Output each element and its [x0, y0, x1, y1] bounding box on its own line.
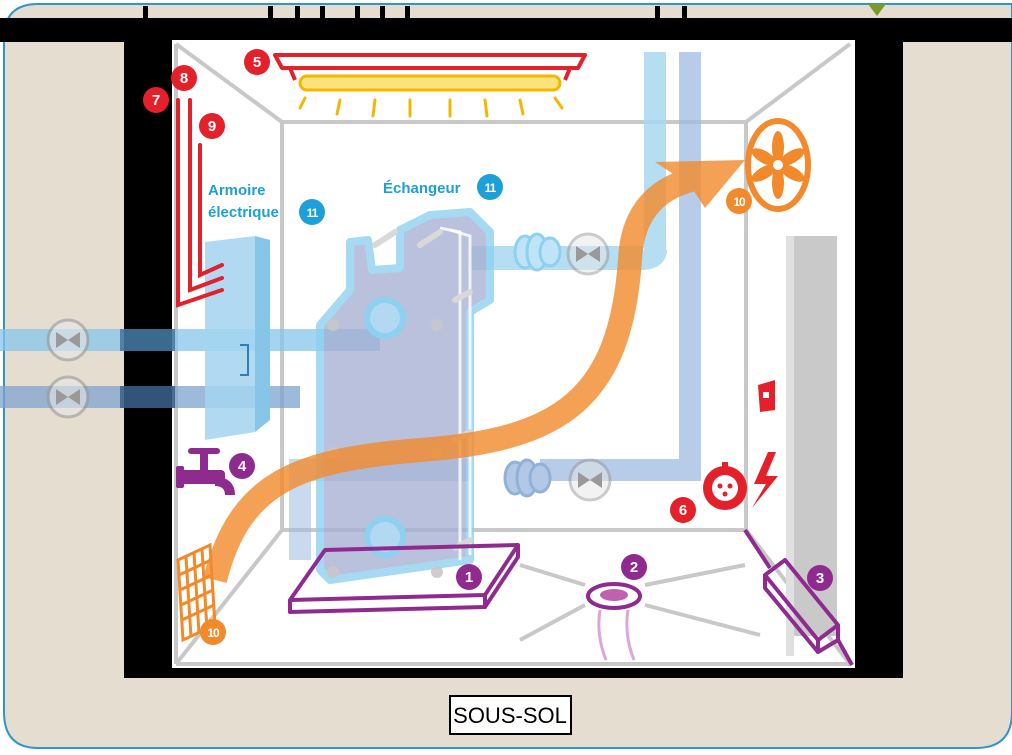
svg-text:2: 2	[630, 559, 638, 576]
marker-11-exchanger: 11	[477, 174, 503, 200]
floor-pad-icon	[288, 543, 520, 614]
coupler-top	[513, 232, 562, 272]
basement-right-wall	[855, 30, 903, 678]
fan-icon	[745, 118, 811, 212]
marker-1: 1	[456, 564, 482, 590]
marker-8: 8	[171, 65, 197, 91]
valve-icon	[46, 318, 90, 362]
basement-floor-wall	[124, 668, 903, 678]
electrical-cabinet	[205, 236, 270, 440]
basement-left-wall	[124, 30, 172, 678]
airflow-arrow	[203, 160, 745, 583]
socket-icon	[703, 462, 747, 510]
floor-drain-icon	[586, 582, 642, 661]
marker-2: 2	[621, 554, 647, 580]
valve-icon	[566, 232, 610, 276]
coupler-bottom	[503, 458, 552, 498]
svg-text:4: 4	[238, 458, 247, 475]
valve-icon	[568, 458, 612, 502]
marker-6: 6	[670, 497, 696, 523]
grille-icon	[176, 542, 217, 643]
svg-text:1: 1	[465, 569, 473, 586]
svg-text:6: 6	[679, 502, 687, 519]
svg-text:8: 8	[180, 70, 188, 87]
sump-pump-icon	[743, 528, 854, 666]
room-interior	[172, 40, 855, 668]
label-echangeur: Échangeur	[383, 180, 461, 197]
svg-text:9: 9	[208, 118, 216, 135]
slab-studs	[143, 6, 687, 20]
tap-icon	[176, 448, 235, 495]
marker-10-grille: 10	[200, 619, 226, 645]
page-title: SOUS-SOL	[453, 703, 567, 728]
marker-9: 9	[199, 113, 225, 139]
svg-text:11: 11	[307, 206, 319, 220]
marker-4: 4	[229, 453, 255, 479]
fuse-box-icon	[758, 380, 775, 412]
svg-text:7: 7	[152, 92, 160, 109]
svg-text:10: 10	[733, 195, 746, 209]
svg-text:11: 11	[485, 181, 497, 195]
marker-7: 7	[143, 87, 169, 113]
lightning-icon	[752, 452, 778, 508]
lamp-icon	[273, 53, 587, 118]
marker-5: 5	[244, 49, 270, 75]
electrical-cables	[176, 98, 224, 308]
slab-marker	[868, 4, 886, 16]
marker-11-cabinet: 11	[299, 199, 325, 225]
floor-radial-lines	[519, 563, 761, 642]
marker-10-fan: 10	[726, 188, 752, 214]
title-box	[449, 695, 572, 735]
svg-text:5: 5	[253, 54, 261, 71]
svg-text:10: 10	[207, 626, 220, 640]
svg-text:3: 3	[816, 570, 824, 587]
valve-icon	[46, 375, 90, 419]
gray-panel-edge	[786, 236, 794, 656]
marker-3: 3	[807, 565, 833, 591]
label-armoire-line2: électrique	[208, 204, 279, 221]
label-armoire-line1: Armoire	[208, 182, 266, 199]
